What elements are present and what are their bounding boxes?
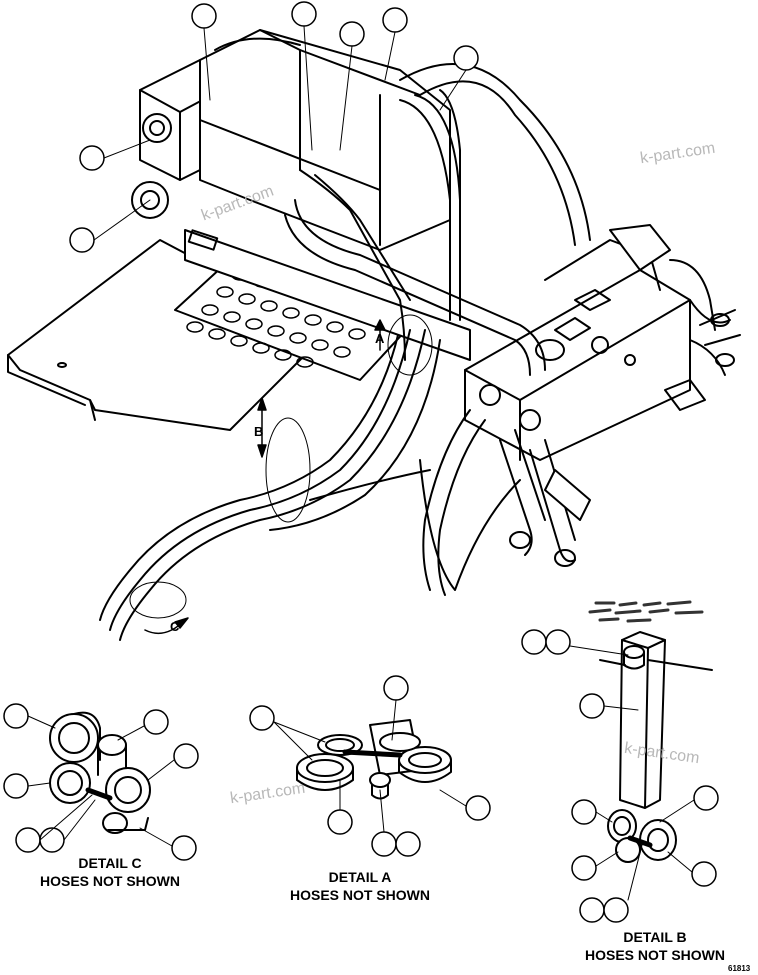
detail-a-drawing	[296, 719, 452, 800]
detail-b-drawing	[588, 600, 713, 863]
detail-b-note: HOSES NOT SHOWN	[584, 947, 725, 963]
detail-c-note: HOSES NOT SHOWN	[39, 873, 180, 889]
detail-b-callouts	[521, 629, 719, 923]
detail-c-callouts	[3, 703, 199, 861]
detail-a-leaders	[273, 699, 467, 833]
detail-c-caption: DETAIL C HOSES NOT SHOWN	[20, 854, 200, 890]
detail-a-note: HOSES NOT SHOWN	[289, 887, 430, 903]
main-assembly	[7, 29, 741, 461]
detail-c-title: DETAIL C	[78, 855, 142, 871]
detail-c-drawing	[49, 711, 151, 834]
main-callouts	[69, 1, 479, 253]
hoses	[99, 63, 591, 641]
detail-a-caption: DETAIL A HOSES NOT SHOWN	[270, 868, 450, 904]
detail-b-caption: DETAIL B HOSES NOT SHOWN	[565, 928, 745, 964]
main-leaders	[93, 25, 467, 241]
figure-number: 61813	[728, 964, 751, 973]
view-letter-b: B	[254, 424, 264, 439]
center-bar	[184, 229, 471, 361]
detail-b-leaders	[569, 645, 695, 901]
view-arrows	[129, 314, 433, 635]
view-letter-c: C	[170, 619, 180, 634]
upper-housing	[199, 29, 451, 251]
detail-c-leaders	[27, 715, 175, 847]
view-letter-a: A	[375, 331, 385, 346]
detail-a-callouts	[249, 675, 491, 857]
detail-a-title: DETAIL A	[328, 869, 392, 885]
detail-b-title: DETAIL B	[623, 929, 687, 945]
